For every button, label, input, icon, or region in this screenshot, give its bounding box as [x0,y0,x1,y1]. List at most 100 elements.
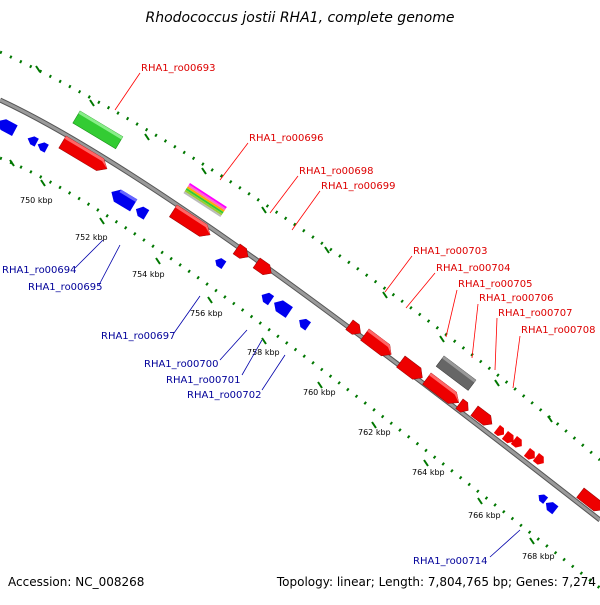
rna-feature[interactable] [72,110,124,150]
leader-line [405,272,436,309]
gene-label-ro00702[interactable]: RHA1_ro00702 [187,390,262,401]
gene-ro00694-cds[interactable] [108,186,138,212]
gene-ro00703-cds[interactable] [345,319,364,338]
gene-label-ro00703[interactable]: RHA1_ro00703 [413,246,488,257]
tick [89,99,95,107]
gene-label-ro00697[interactable]: RHA1_ro00697 [101,331,176,342]
gene-label-ro00698[interactable]: RHA1_ro00698 [299,166,374,177]
multi-feature-stack[interactable] [183,183,227,218]
gene-ro00707-cds[interactable] [455,398,472,415]
tick [40,179,46,187]
tick [207,296,213,304]
outer-major-ticks [35,65,553,423]
gene-ro00708-cds[interactable] [470,405,496,429]
gene-ro00699-cds[interactable] [252,257,275,278]
tick [324,246,330,254]
tick [261,206,267,214]
tick [317,381,323,389]
ruler-label: 752 kbp [75,233,108,242]
gene-ro00700-cds[interactable] [259,290,275,306]
leader-line [494,317,498,371]
gene-cds-reverse[interactable] [26,134,39,147]
reverse-label-leaders [74,239,521,558]
gene-ro00704-cds[interactable] [360,328,396,360]
leader-line [291,190,321,231]
gene-ro00701-cds[interactable] [271,297,293,318]
reverse-labels: RHA1_ro00694 RHA1_ro00695 RHA1_ro00697 R… [2,265,488,567]
tick [201,167,207,175]
tick [155,257,161,265]
gene-cds[interactable] [576,487,600,515]
gene-ro00706-cds[interactable] [422,372,463,408]
leader-line [114,72,141,111]
tick [439,335,445,343]
gene-ro00695-cds[interactable] [133,204,150,220]
ruler-label: 758 kbp [247,348,280,357]
tick [144,133,150,141]
genome-summary-text: Topology: linear; Length: 7,804,765 bp; … [276,575,596,589]
forward-genes [58,135,600,515]
forward-label-leaders [114,72,521,389]
leader-line [384,255,413,293]
ruler-labels: 750 kbp 752 kbp 754 kbp 756 kbp 758 kbp … [20,196,555,561]
gene-label-ro00705[interactable]: RHA1_ro00705 [458,279,533,290]
gene-label-ro00693[interactable]: RHA1_ro00693 [141,63,216,74]
forward-labels: RHA1_ro00693 RHA1_ro00696 RHA1_ro00698 R… [141,63,596,336]
gene-label-ro00695[interactable]: RHA1_ro00695 [28,282,103,293]
inner-tick-track [0,156,600,590]
gene-ro00702-cds[interactable] [296,316,312,331]
gene-cds[interactable] [501,431,517,446]
tick [9,159,15,167]
gene-cds-reverse[interactable] [536,492,549,504]
gene-cds[interactable] [523,448,538,462]
ruler-label: 762 kbp [358,428,391,437]
gene-cds[interactable] [532,453,547,467]
gene-cds[interactable] [510,436,525,450]
pseudo-gene[interactable] [435,355,477,391]
gene-label-ro00706[interactable]: RHA1_ro00706 [479,293,554,304]
gene-ro00696-cds[interactable] [169,204,214,241]
leader-line [173,295,201,334]
gene-label-ro00708[interactable]: RHA1_ro00708 [521,325,596,336]
gene-label-ro00696[interactable]: RHA1_ro00696 [249,133,324,144]
tick [547,415,553,423]
gene-ro00705-cds[interactable] [396,355,427,383]
leader-line [489,529,521,558]
tick [477,497,483,505]
leader-line [269,175,299,214]
gene-label-ro00707[interactable]: RHA1_ro00707 [498,308,573,319]
gene-label-ro00699[interactable]: RHA1_ro00699 [321,181,396,192]
gene-cds-reverse[interactable] [0,116,18,136]
leader-line [445,289,458,338]
leader-line [261,354,286,391]
ruler-label: 766 kbp [468,511,501,520]
gene-label-ro00694[interactable]: RHA1_ro00694 [2,265,77,276]
leader-line [74,239,104,269]
leader-line [512,335,521,389]
gene-cds-reverse[interactable] [36,140,49,153]
tick [529,537,535,545]
tick [423,459,429,467]
special-features [72,110,477,391]
gene-ro00693-cds[interactable] [58,135,111,175]
ruler-label: 764 kbp [412,468,445,477]
gene-ro00697-cds[interactable] [213,256,227,269]
ruler-label: 768 kbp [522,552,555,561]
tick [382,291,388,299]
gene-label-ro00714[interactable]: RHA1_ro00714 [413,556,488,567]
leader-line [241,339,263,376]
leader-line [219,142,249,181]
gene-label-ro00704[interactable]: RHA1_ro00704 [436,263,511,274]
gene-ro00698-cds[interactable] [232,243,251,262]
outer-tick-track [0,50,600,462]
gene-cds[interactable] [493,425,507,438]
tick [371,421,377,429]
gene-label-ro00700[interactable]: RHA1_ro00700 [144,359,219,370]
tick [261,337,267,345]
gene-label-ro00701[interactable]: RHA1_ro00701 [166,375,241,386]
gene-ro00714-cds[interactable] [543,499,559,515]
tick [494,379,500,387]
tick [99,217,105,225]
